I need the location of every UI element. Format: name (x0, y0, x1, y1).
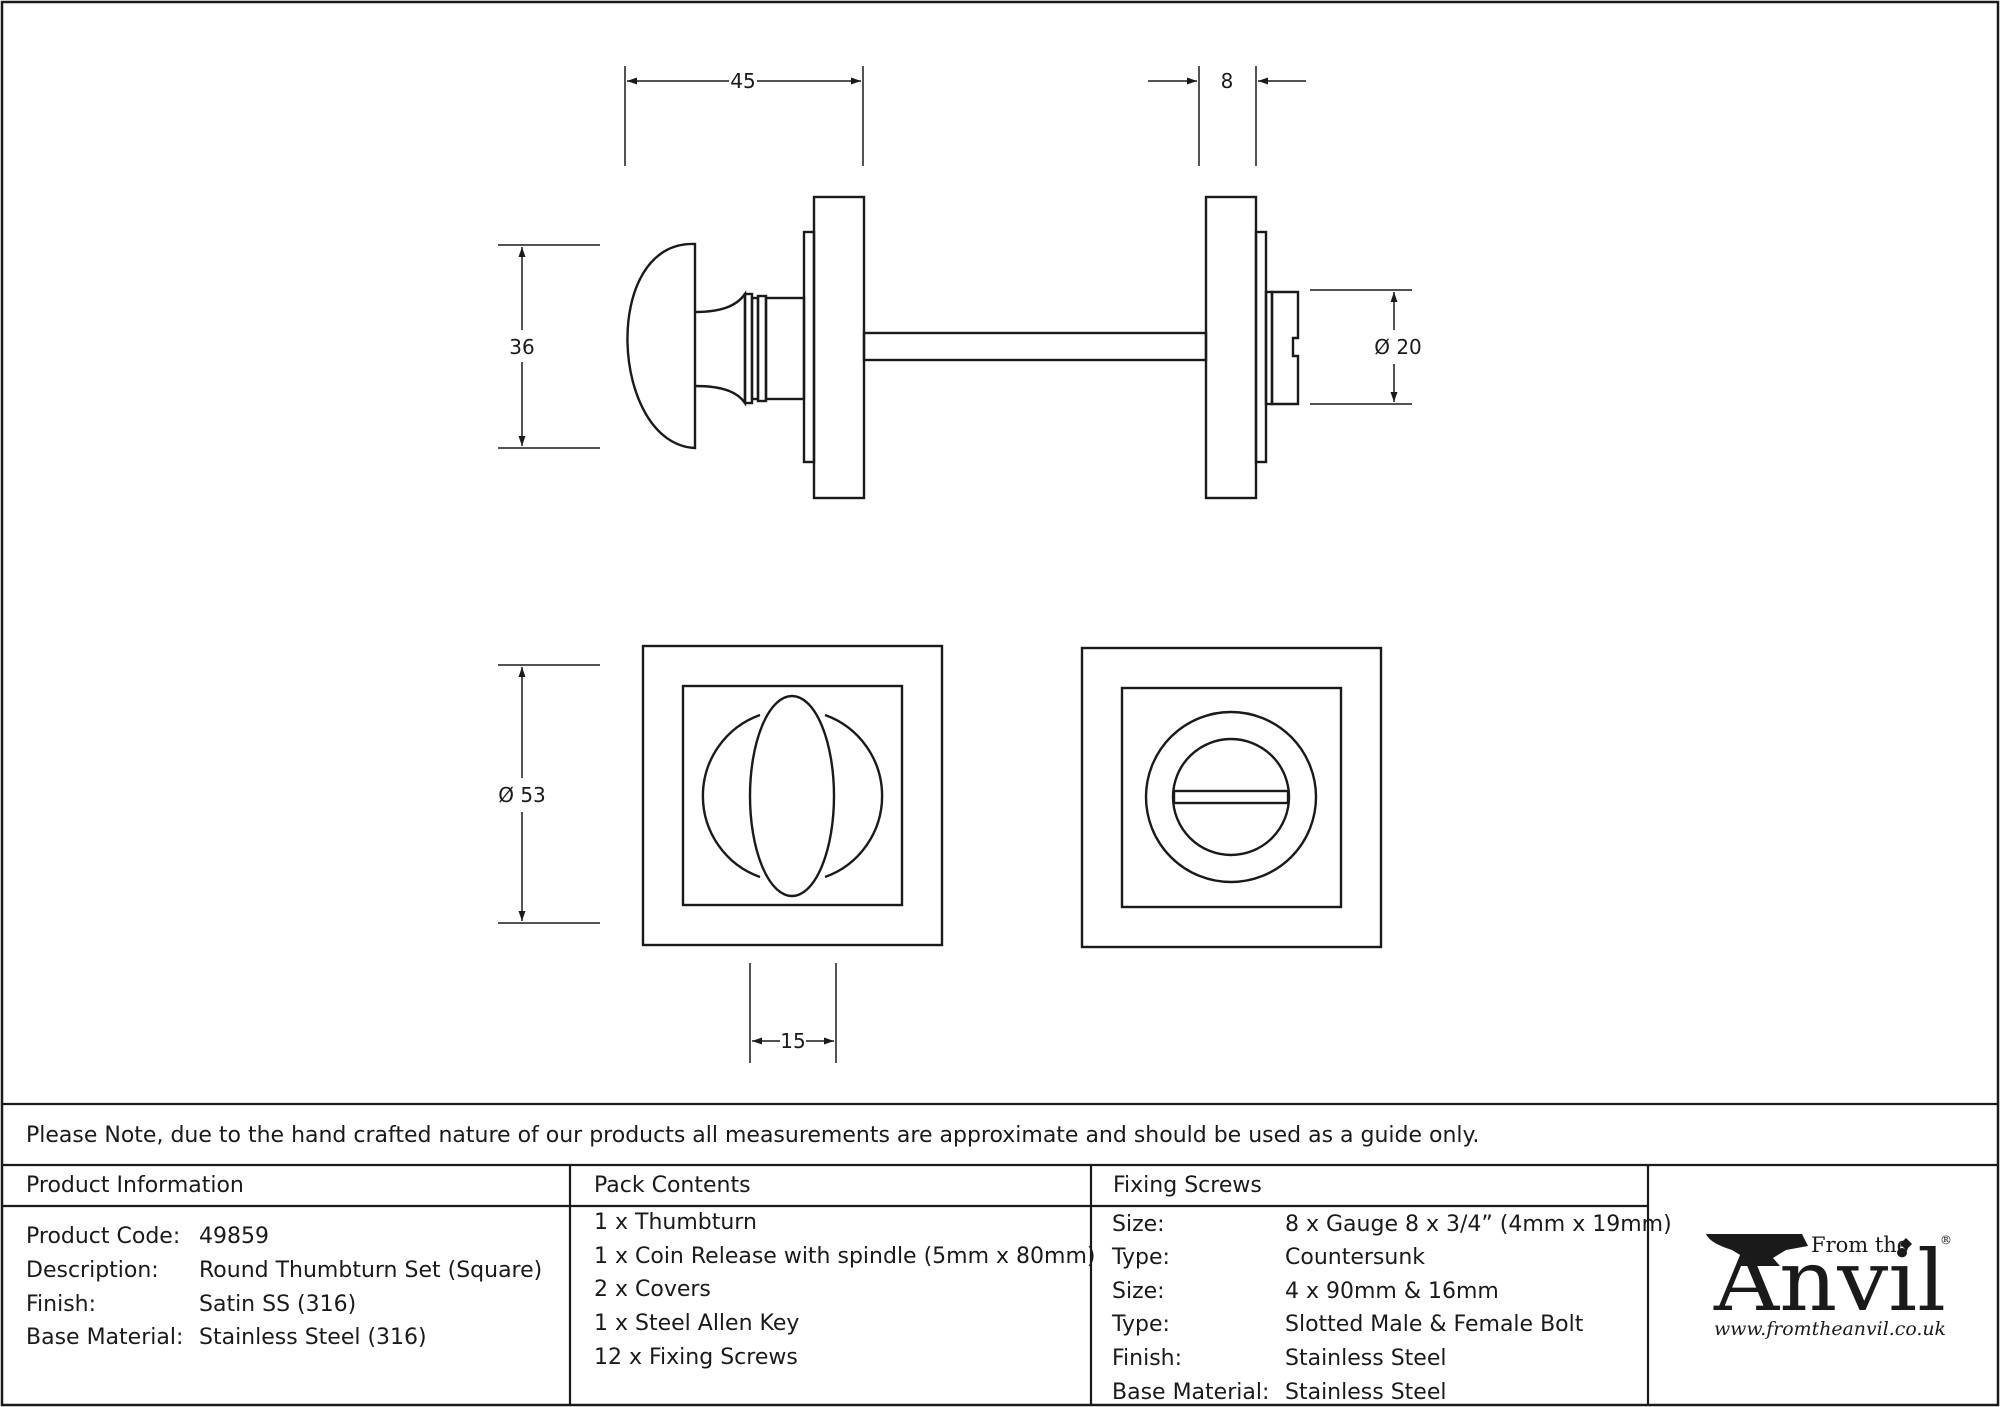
fixing-screws-value: 8 x Gauge 8 x 3/4” (4mm x 19mm) (1285, 1212, 1672, 1237)
dim-thumbturn-height: 36 (509, 335, 534, 359)
thumbturn-knob-profile (626, 242, 697, 450)
thumbturn-square-rose (641, 644, 944, 947)
product-info-value: Round Thumbturn Set (Square) (199, 1258, 542, 1283)
fixing-screws-value: Stainless Steel (1285, 1346, 1446, 1371)
anvil-icon (1706, 1234, 1808, 1266)
pack-contents-item: 1 x Coin Release with spindle (5mm x 80m… (594, 1244, 1095, 1269)
from-the-anvil-logo: From the ® Anvil www.fromtheanvil.co.uk (1706, 1232, 1952, 1340)
fixing-screws-table: Size: 8 x Gauge 8 x 3/4” (4mm x 19mm) Ty… (1111, 1212, 1672, 1405)
dim-thumbturn-grip: 15 (780, 1029, 805, 1053)
front-view-dimensions (498, 664, 837, 1063)
fixing-screws-heading: Fixing Screws (1113, 1173, 1262, 1198)
logo-anvil-wordmark: Anvil (1713, 1232, 1946, 1330)
release-outer-ring (1144, 710, 1318, 884)
thumbturn-rose-plate (812, 195, 866, 500)
fixing-screws-label: Base Material: (1112, 1380, 1269, 1405)
product-info-value: Satin SS (316) (199, 1292, 356, 1317)
release-cover-plate (1254, 230, 1268, 464)
product-info-heading: Product Information (26, 1173, 244, 1198)
side-view-dimensions (498, 66, 1412, 449)
dim-release-diameter: Ø 20 (1374, 335, 1422, 359)
thumbturn-front-view (641, 644, 944, 947)
release-square-cover (1120, 686, 1343, 909)
product-info-value: Stainless Steel (316) (199, 1325, 427, 1350)
fixing-screws-label: Type: (1111, 1245, 1170, 1270)
fixing-screws-value: Countersunk (1285, 1245, 1425, 1270)
pack-contents-heading: Pack Contents (594, 1173, 751, 1198)
fixing-screws-label: Type: (1111, 1312, 1170, 1337)
dim-release-width: 8 (1221, 69, 1234, 93)
fixing-screws-label: Size: (1112, 1212, 1165, 1237)
product-info-label: Product Code: (26, 1224, 180, 1249)
release-front-view (1080, 646, 1383, 949)
dim-thumbturn-width: 45 (730, 69, 755, 93)
thumbturn-round-backplate (701, 713, 884, 879)
thumbturn-oval-grip (748, 694, 836, 898)
thumbturn-neck-profile (694, 290, 747, 407)
pack-contents-list: 1 x Thumbturn 1 x Coin Release with spin… (594, 1210, 1095, 1370)
dim-rose-diameter: Ø 53 (498, 783, 546, 807)
side-view (626, 195, 1300, 500)
fixing-screws-value: 4 x 90mm & 16mm (1285, 1279, 1499, 1304)
release-square-rose (1080, 646, 1383, 949)
info-panel-lines (2, 1102, 1998, 1405)
coin-release-body (1270, 290, 1300, 406)
logo-url: www.fromtheanvil.co.uk (1714, 1318, 1946, 1340)
thumbturn-cover-plate (802, 230, 816, 464)
fixing-screws-label: Size: (1112, 1279, 1165, 1304)
fixing-screws-value: Stainless Steel (1285, 1380, 1446, 1405)
release-inner-disc (1171, 737, 1291, 857)
disclaimer-note: Please Note, due to the hand crafted nat… (26, 1123, 1479, 1148)
product-info-table: Product Code: 49859 Description: Round T… (26, 1224, 542, 1350)
side-view-dimension-labels: 45 8 36 Ø 20 (509, 69, 1422, 359)
spindle (862, 331, 1208, 362)
product-info-value: 49859 (199, 1224, 269, 1249)
pack-contents-item: 2 x Covers (594, 1277, 711, 1302)
logo-registered-mark: ® (1940, 1233, 1952, 1247)
pack-contents-item: 12 x Fixing Screws (594, 1345, 798, 1370)
product-info-label: Finish: (26, 1292, 96, 1317)
front-view-dimension-labels: Ø 53 15 (498, 783, 806, 1053)
pack-contents-item: 1 x Steel Allen Key (594, 1311, 799, 1336)
diamond-icon (1900, 1238, 1912, 1250)
fixing-screws-value: Slotted Male & Female Bolt (1285, 1312, 1584, 1337)
release-rose-plate (1204, 195, 1258, 500)
logo-from-the: From the (1811, 1233, 1909, 1257)
product-info-label: Base Material: (26, 1325, 183, 1350)
pack-contents-item: 1 x Thumbturn (594, 1210, 757, 1235)
release-coin-slot (1172, 789, 1290, 805)
thumbturn-square-cover (681, 684, 904, 907)
fixing-screws-label: Finish: (1112, 1346, 1182, 1371)
product-info-label: Description: (26, 1258, 159, 1283)
